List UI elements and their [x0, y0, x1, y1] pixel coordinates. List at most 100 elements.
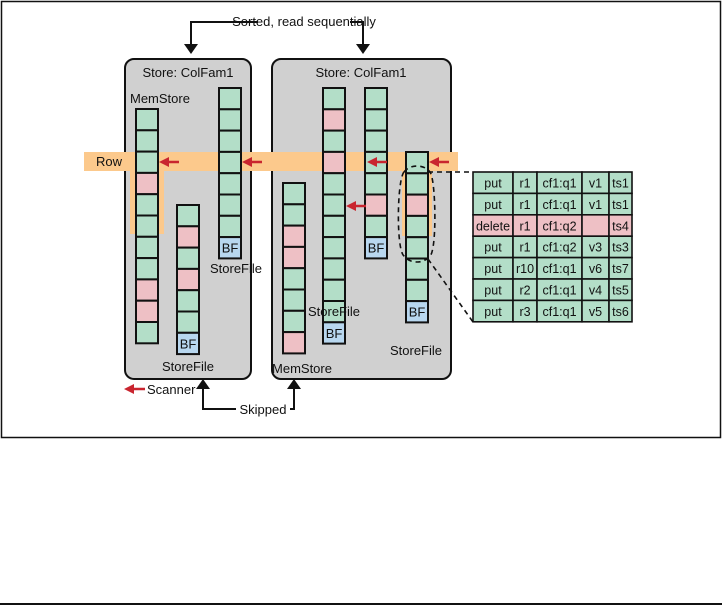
keyvalue-cell	[218, 129, 242, 153]
right-store-storefile-column-1: BF	[322, 87, 346, 345]
deleted-cell	[282, 245, 306, 270]
keyvalue-type: put	[484, 241, 502, 255]
keyvalue-cell	[218, 193, 242, 217]
keyvalue-value: v5	[589, 305, 602, 319]
keyvalue-cell	[282, 267, 306, 291]
deleted-cell	[322, 108, 346, 132]
bloom-filter-label: BF	[368, 241, 385, 256]
keyvalue-type: put	[484, 262, 502, 276]
keyvalue-column: cf1:q2	[542, 241, 576, 255]
keyvalue-cell	[364, 172, 388, 196]
keyvalue-column: cf1:q1	[542, 262, 576, 276]
keyvalue-ts: ts6	[612, 305, 629, 319]
keyvalue-cell	[405, 278, 429, 303]
keyvalue-type: put	[484, 305, 502, 319]
keyvalue-cell	[322, 129, 346, 153]
sorted-right-arrow-icon	[356, 44, 370, 54]
keyvalue-table-cell	[608, 299, 633, 323]
keyvalue-type: put	[484, 284, 502, 298]
keyvalue-value: v1	[589, 198, 602, 212]
keyvalue-cell	[322, 278, 346, 303]
skipped-label: Skipped	[240, 402, 287, 417]
keyvalue-value: v3	[589, 241, 602, 255]
left-store-memstore-column-0	[135, 108, 159, 345]
sorted-left-arrow-icon	[184, 44, 198, 54]
left-storefile-tall-label: StoreFile	[210, 261, 262, 276]
right-store-memstore-column-0	[282, 182, 306, 355]
keyvalue-cell	[176, 310, 200, 334]
store-right-title: Store: ColFam1	[315, 65, 406, 80]
deleted-cell	[364, 193, 388, 217]
keyvalue-column: cf1:q1	[542, 284, 576, 298]
keyvalue-cell	[135, 193, 159, 217]
keyvalue-cell	[322, 87, 346, 111]
keyvalue-column: cf1:q1	[542, 198, 576, 212]
deleted-cell	[176, 267, 200, 292]
sorted-label: Sorted, read sequentially	[232, 14, 376, 29]
keyvalue-cell	[364, 108, 388, 132]
bloom-filter-label: BF	[222, 241, 239, 256]
skipped-annotation: Skipped	[196, 379, 301, 417]
keyvalue-cell	[364, 214, 388, 239]
bloom-filter-label: BF	[326, 326, 343, 341]
keyvalue-type: delete	[476, 219, 510, 233]
right-store-storefile-column-2: BF	[364, 87, 388, 260]
keyvalue-cell	[135, 257, 159, 281]
keyvalue-cell	[405, 172, 429, 196]
scanner-legend-arrow-icon	[124, 384, 134, 394]
keyvalue-cell	[282, 288, 306, 312]
keyvalue-cell	[135, 235, 159, 260]
keyvalue-cell	[176, 289, 200, 313]
keyvalue-cell	[135, 150, 159, 174]
scanner-arrow-icon	[429, 157, 449, 167]
keyvalue-cell	[322, 214, 346, 239]
sorted-left-connector	[190, 21, 258, 48]
keyvalue-table-cell	[581, 214, 610, 238]
keyvalue-row: r3	[519, 305, 530, 319]
keyvalue-ts: ts4	[612, 219, 629, 233]
keyvalue-cell	[218, 108, 242, 132]
deleted-cell	[405, 193, 429, 217]
deleted-cell	[176, 225, 200, 249]
keyvalue-value: v4	[589, 284, 602, 298]
keyvalue-cell	[322, 193, 346, 217]
sorted-annotation: Sorted, read sequentially	[184, 14, 376, 54]
bloom-filter-cell	[176, 331, 200, 356]
keyvalue-value: v1	[589, 177, 602, 191]
deleted-cell	[135, 171, 159, 196]
keyvalue-cell	[135, 214, 159, 238]
left-storefile-small-label: StoreFile	[162, 359, 214, 374]
store-left-title: Store: ColFam1	[142, 65, 233, 80]
deleted-cell	[322, 150, 346, 175]
keyvalue-cell	[135, 129, 159, 153]
keyvalue-cell	[282, 309, 306, 334]
deleted-cell	[282, 331, 306, 355]
keyvalue-cell	[405, 236, 429, 260]
scanner-arrow-icon	[346, 201, 366, 211]
keyvalue-cell	[218, 150, 242, 175]
keyvalue-cell	[135, 108, 159, 132]
keyvalue-row: r1	[519, 241, 530, 255]
keyvalue-value: v6	[589, 262, 602, 276]
right-storefile-c-label: StoreFile	[390, 343, 442, 358]
keyvalue-cell	[176, 204, 200, 228]
scanner-arrow-icon	[367, 157, 387, 167]
keyvalue-cell	[218, 172, 242, 196]
scanner-arrows	[159, 157, 449, 211]
keyvalue-ts: ts5	[612, 284, 629, 298]
sorted-right-connector	[350, 21, 364, 48]
skipped-right-connector	[290, 384, 295, 410]
right-memstore-label: MemStore	[272, 361, 332, 376]
keyvalue-cell	[364, 129, 388, 153]
keyvalue-cell	[135, 321, 159, 345]
keyvalue-row: r1	[519, 198, 530, 212]
keyvalue-cell	[176, 246, 200, 270]
left-store-storefile-column-1: BF	[176, 204, 200, 356]
